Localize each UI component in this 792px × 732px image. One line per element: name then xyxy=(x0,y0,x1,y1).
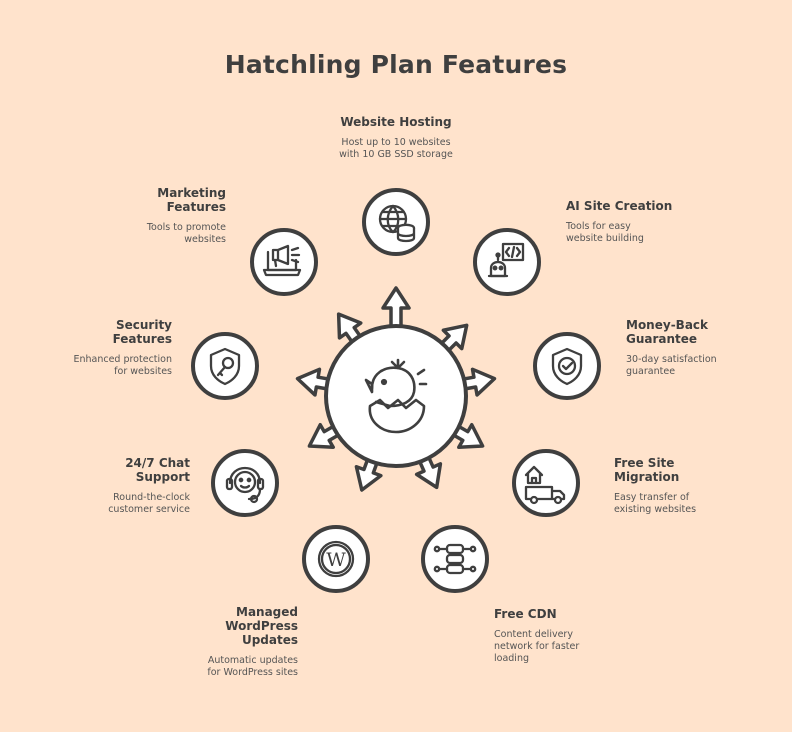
feature-title-line: Security xyxy=(115,318,172,332)
feature-description-line: Round-the-clock xyxy=(113,492,190,503)
svg-text:W: W xyxy=(326,549,346,571)
feature-title-line: Updates xyxy=(241,633,298,647)
feature-description-line: Automatic updates xyxy=(207,655,298,666)
feature-title-line: Website Hosting xyxy=(340,115,452,129)
headset-icon xyxy=(225,467,265,504)
node-free-site-migration xyxy=(512,449,580,517)
feature-title: AI Site Creation xyxy=(566,199,716,213)
feature-title-line: WordPress xyxy=(225,619,298,633)
feature-description-line: for websites xyxy=(114,366,172,377)
node-money-back-guarantee xyxy=(533,332,601,400)
megaphone-laptop-icon xyxy=(262,244,302,277)
node-managed-wordpress-updates: W xyxy=(302,525,370,593)
feature-description-line: Easy transfer of xyxy=(614,492,690,503)
feature-description-line: customer service xyxy=(108,504,190,515)
feature-title-line: Features xyxy=(166,200,226,214)
house-truck-icon xyxy=(524,465,566,505)
feature-description-line: with 10 GB SSD storage xyxy=(339,149,453,160)
feature-description-line: Enhanced protection xyxy=(73,354,172,365)
feature-description-line: network for faster xyxy=(494,641,580,652)
feature-description-line: loading xyxy=(494,653,529,664)
robot-code-icon xyxy=(487,242,525,278)
feature-description-line: Tools to promote xyxy=(146,222,226,233)
feature-title: Website Hosting xyxy=(306,115,486,129)
feature-title-line: Migration xyxy=(614,470,680,484)
node-security-features xyxy=(191,332,259,400)
feature-description-line: guarantee xyxy=(626,366,676,377)
feature-title-line: Managed xyxy=(236,605,298,619)
page-title: Hatchling Plan Features xyxy=(224,50,568,79)
feature-title-line: Free Site xyxy=(614,456,675,470)
feature-description-line: Tools for easy xyxy=(566,221,631,232)
feature-description-line: website building xyxy=(566,233,644,244)
feature-description-line: websites xyxy=(184,234,226,245)
node-chat-support xyxy=(211,449,279,517)
feature-title-line: Features xyxy=(112,332,172,346)
feature-title-line: AI Site Creation xyxy=(566,199,673,213)
feature-description-line: existing websites xyxy=(614,504,697,515)
feature-description-line: Host up to 10 websites xyxy=(341,137,451,148)
feature-title-line: Marketing xyxy=(157,186,226,200)
feature-title-line: Free CDN xyxy=(494,607,557,621)
feature-description-line: Content delivery xyxy=(494,629,573,640)
feature-title-line: 24/7 Chat xyxy=(125,456,190,470)
node-website-hosting xyxy=(362,188,430,256)
feature-title: Free CDN xyxy=(494,607,644,621)
hatching-chick-icon xyxy=(364,358,428,434)
feature-title-line: Money-Back xyxy=(626,318,709,332)
feature-nodes-layer: W xyxy=(191,188,601,593)
node-marketing-features xyxy=(250,228,318,296)
wordpress-icon: W xyxy=(317,540,355,578)
center-node xyxy=(324,324,468,468)
node-free-cdn xyxy=(421,525,489,593)
globe-database-icon xyxy=(378,204,416,243)
node-ai-site-creation xyxy=(473,228,541,296)
shield-key-icon xyxy=(209,347,241,386)
server-network-icon xyxy=(433,543,477,575)
feature-description-line: 30-day satisfaction xyxy=(626,354,717,365)
feature-title-line: Guarantee xyxy=(626,332,698,346)
shield-check-icon xyxy=(551,347,583,386)
feature-description-line: for WordPress sites xyxy=(207,667,298,678)
feature-title-line: Support xyxy=(135,470,190,484)
